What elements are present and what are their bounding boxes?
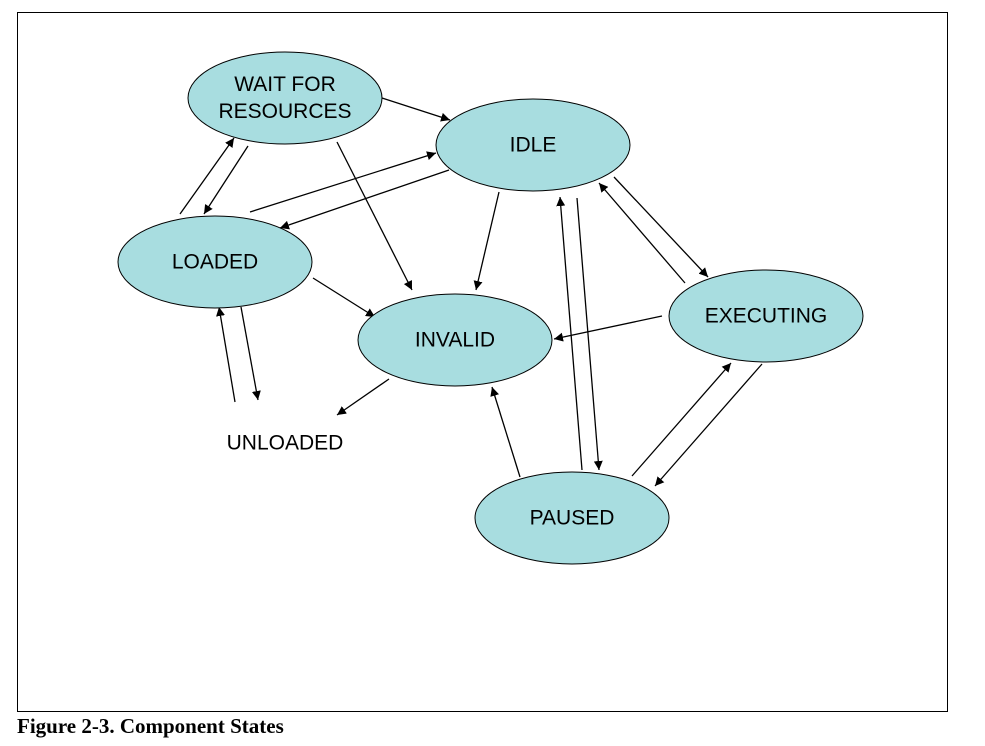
state-loaded: LOADED — [117, 215, 313, 309]
state-paused: PAUSED — [474, 471, 670, 565]
edge-paused-to-invalid — [490, 386, 521, 478]
state-loaded-shape — [117, 215, 313, 309]
state-wait-for-resources-shape — [187, 51, 383, 145]
edge-wait-for-resources-to-loaded — [203, 145, 249, 215]
state-idle-label: IDLE — [510, 134, 557, 157]
state-invalid: INVALID — [357, 293, 553, 387]
state-executing: EXECUTING — [668, 269, 864, 363]
edge-paused-to-executing — [631, 362, 732, 477]
state-loaded-label: LOADED — [172, 251, 258, 274]
state-executing-shape — [668, 269, 864, 363]
state-unloaded: UNLOADED — [227, 432, 344, 455]
state-wait-for-resources-label: RESOURCES — [218, 100, 351, 123]
edge-loaded-to-unloaded — [240, 306, 261, 401]
edge-invalid-to-unloaded — [336, 378, 390, 416]
state-paused-shape — [474, 471, 670, 565]
edge-idle-to-paused — [576, 197, 603, 471]
figure-caption: Figure 2-3. Component States — [17, 714, 284, 738]
edge-idle-to-loaded — [279, 169, 450, 230]
edges-layer — [179, 97, 763, 487]
edge-loaded-to-wait-for-resources — [179, 137, 235, 215]
edge-unloaded-to-loaded — [216, 306, 236, 403]
diagram-frame — [17, 12, 948, 712]
edge-wait-for-resources-to-idle — [381, 97, 451, 122]
nodes-layer: WAIT FOR RESOURCES IDLE LOADED INVALID EXECUT… — [117, 51, 864, 565]
edge-wait-for-resources-to-invalid — [336, 141, 413, 291]
state-executing-label: EXECUTING — [705, 305, 828, 328]
state-wait-for-resources-label: WAIT FOR — [234, 73, 336, 96]
edge-executing-to-idle — [598, 182, 686, 284]
edge-executing-to-invalid — [553, 315, 663, 342]
state-invalid-label: INVALID — [415, 329, 495, 352]
edge-idle-to-executing — [613, 176, 709, 278]
edge-loaded-to-idle — [249, 151, 437, 213]
edge-executing-to-paused — [654, 363, 763, 487]
edge-paused-to-idle — [556, 196, 583, 471]
state-idle: IDLE — [435, 98, 631, 192]
state-idle-shape — [435, 98, 631, 192]
state-invalid-shape — [357, 293, 553, 387]
state-unloaded-label: UNLOADED — [227, 432, 344, 455]
state-paused-label: PAUSED — [530, 507, 615, 530]
edge-idle-to-invalid — [473, 191, 500, 291]
state-wait-for-resources: WAIT FOR RESOURCES — [187, 51, 383, 145]
edge-loaded-to-invalid — [312, 277, 376, 318]
